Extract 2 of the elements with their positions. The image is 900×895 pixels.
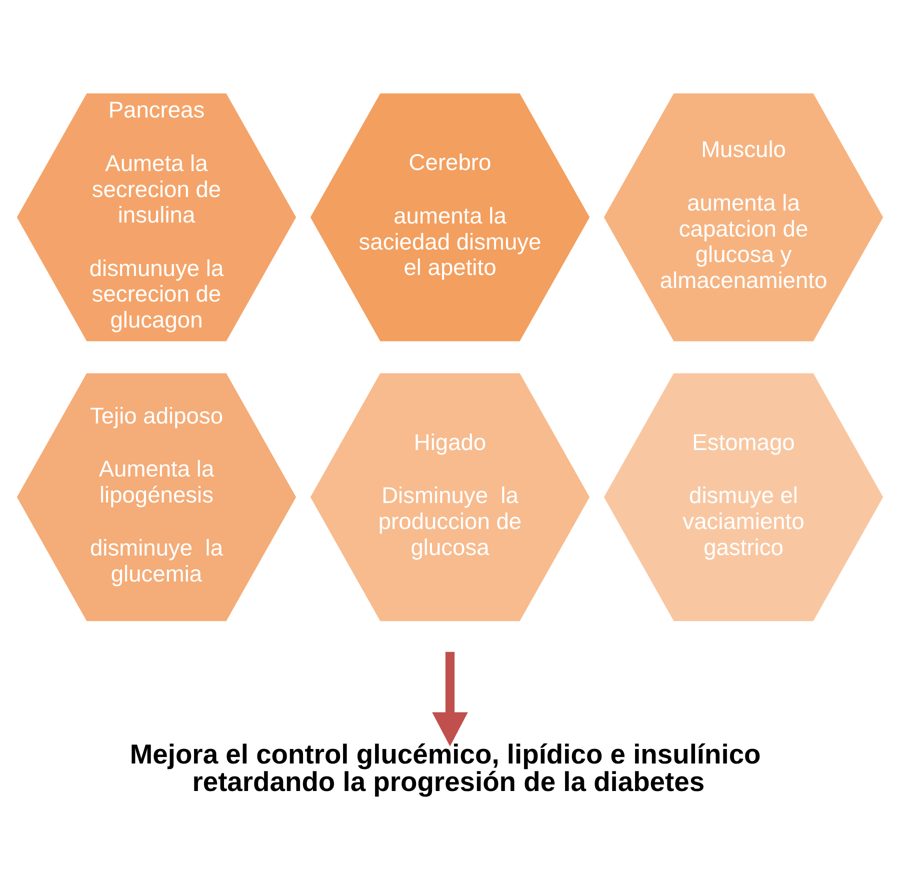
node-text: Mejora el control glucémico, lipídico e insulínico retardando la progresión de la diabetes [130,738,761,797]
arrow [432,652,468,746]
